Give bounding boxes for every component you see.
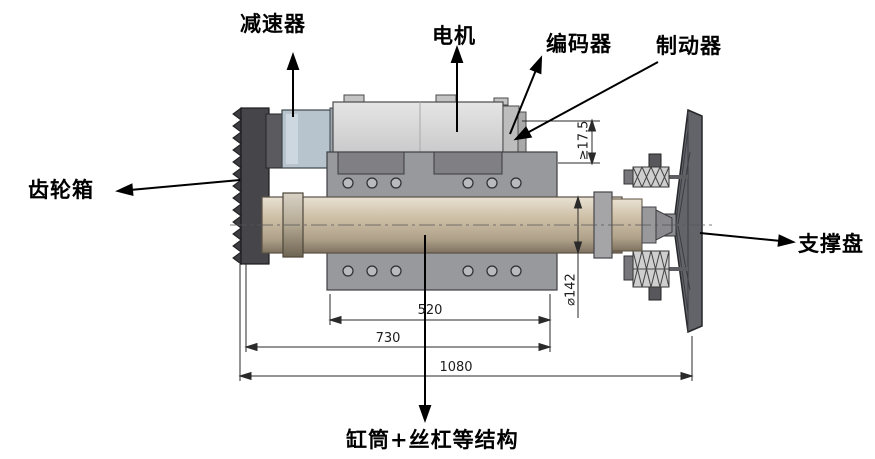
dimension-1080: 1080: [439, 360, 473, 375]
label-gearbox: 齿轮箱: [28, 177, 94, 202]
label-reducer: 减速器: [240, 11, 306, 36]
label-cylinder-screw: 缸筒+丝杠等结构: [346, 427, 519, 452]
dimension-730: 730: [375, 331, 401, 346]
brake-callout-arrow: [513, 61, 659, 141]
label-motor: 电机: [432, 23, 476, 48]
spring-stack-upper-shape: [623, 166, 670, 188]
motor-callout-arrow: [450, 45, 464, 132]
gearbox-callout-arrow: [115, 179, 241, 197]
dimension-520: 520: [417, 303, 443, 318]
cylinder-callout-arrow: [418, 235, 432, 423]
spring-stack-lower-shape: [623, 250, 670, 288]
encoder-callout-arrow: [509, 55, 543, 135]
dimension-gap-17-5: ≥17.5: [576, 120, 592, 161]
dimension-diameter-142: ⌀142: [563, 273, 579, 306]
label-encoder: 编码器: [546, 31, 612, 56]
support-disc-shape: [648, 108, 703, 334]
label-support-disc: 支撑盘: [798, 231, 864, 256]
reducer-callout-arrow: [286, 52, 300, 117]
dimension-lines: [238, 118, 694, 381]
callout-arrows: [115, 45, 796, 423]
label-brake: 制动器: [656, 33, 722, 58]
support-disc-callout-arrow: [699, 232, 796, 247]
